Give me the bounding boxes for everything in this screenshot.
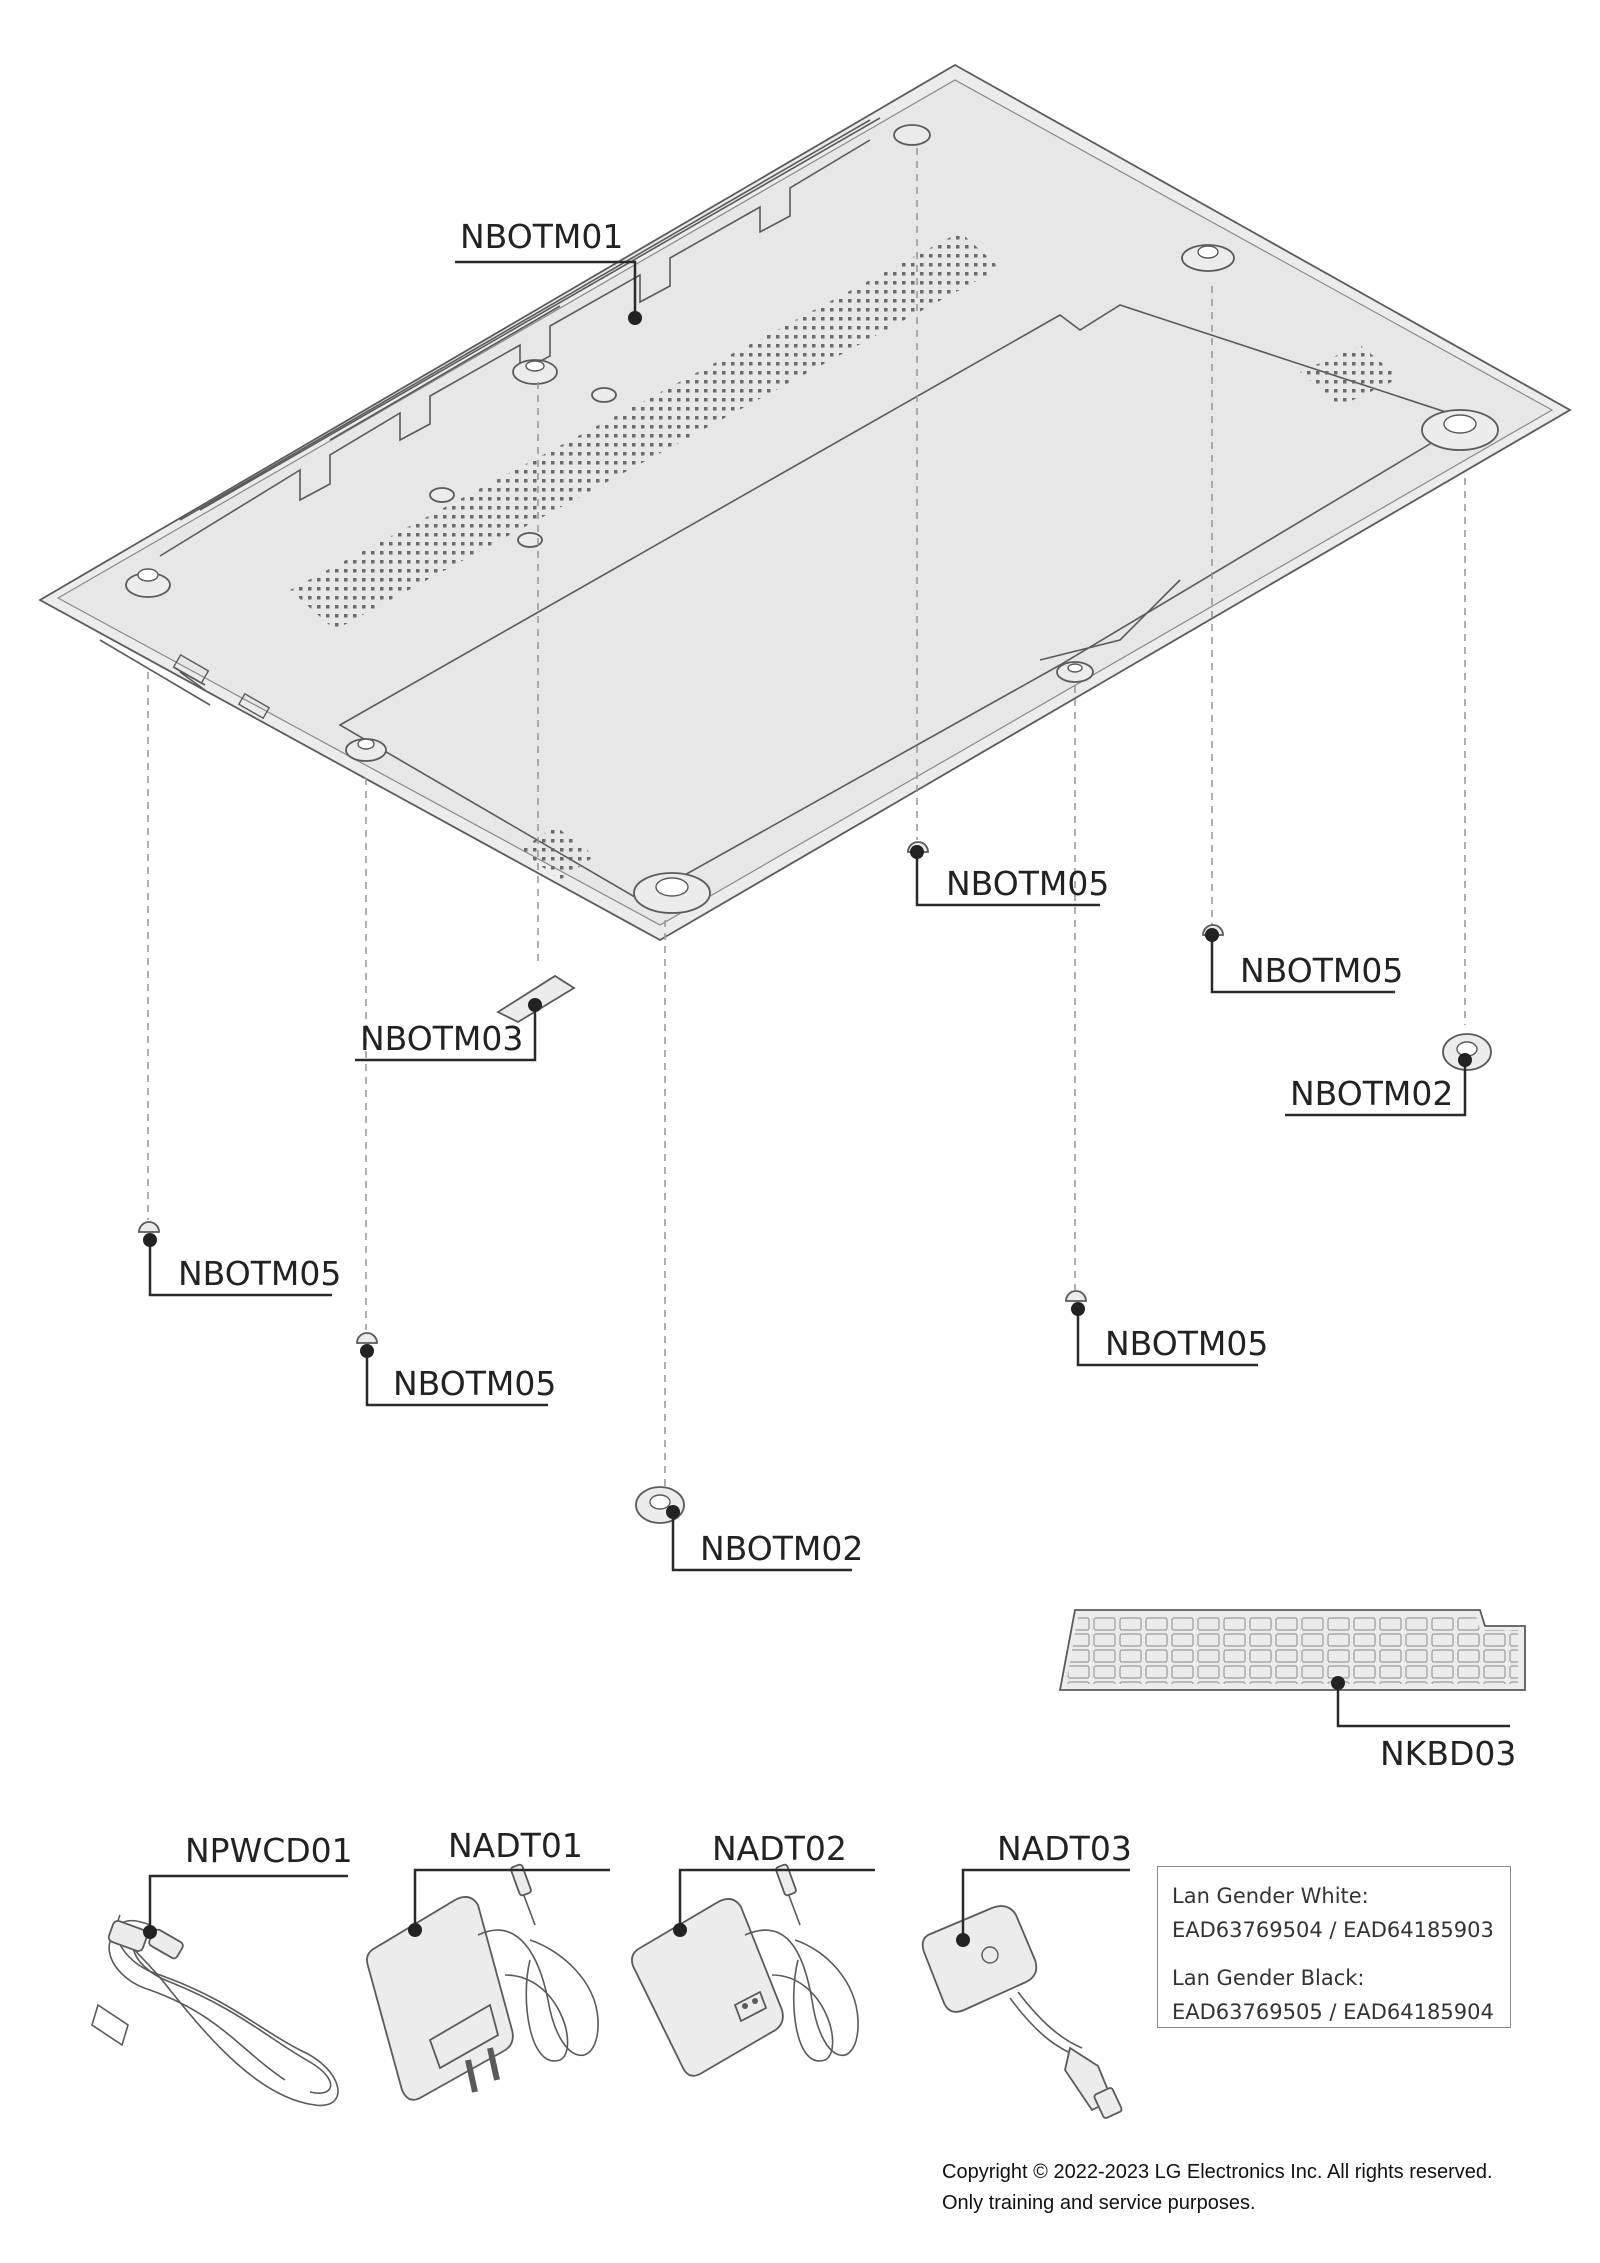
label-nbotm03: NBOTM03 bbox=[360, 1019, 523, 1058]
label-nbotm01: NBOTM01 bbox=[460, 217, 623, 256]
label-npwcd01: NPWCD01 bbox=[185, 1831, 353, 1870]
screw-boss-icon bbox=[125, 124, 1499, 914]
label-nbotm05-lower-right: NBOTM05 bbox=[1105, 1324, 1268, 1363]
lan-gender-illustration bbox=[921, 1905, 1123, 2119]
label-nbotm02-right: NBOTM02 bbox=[1290, 1074, 1453, 1113]
leader-lines bbox=[143, 260, 1510, 1947]
power-cord-illustration bbox=[91, 1914, 339, 2107]
projection-lines bbox=[147, 148, 1466, 1495]
lan-gender-info-box: Lan Gender White: EAD63769504 / EAD64185… bbox=[1157, 1866, 1511, 2028]
adapter-eu-illustration bbox=[366, 1863, 599, 2101]
label-nbotm05-right: NBOTM05 bbox=[1240, 951, 1403, 990]
label-nbotm05-left: NBOTM05 bbox=[178, 1254, 341, 1293]
lan-gender-black-title: Lan Gender Black: bbox=[1172, 1966, 1365, 1990]
label-nbotm05-middle: NBOTM05 bbox=[393, 1364, 556, 1403]
lan-gender-white-codes: EAD63769504 / EAD64185903 bbox=[1172, 1918, 1494, 1942]
keyboard-illustration bbox=[1058, 1609, 1526, 1691]
label-nadt03: NADT03 bbox=[997, 1829, 1132, 1868]
lan-gender-black-codes: EAD63769505 / EAD64185904 bbox=[1172, 2000, 1494, 2024]
label-nkbd03: NKBD03 bbox=[1380, 1734, 1516, 1773]
bottom-cover-illustration bbox=[38, 63, 1572, 942]
lan-gender-white-title: Lan Gender White: bbox=[1172, 1884, 1369, 1908]
label-nadt01: NADT01 bbox=[448, 1826, 583, 1865]
copyright-line-2: Only training and service purposes. bbox=[942, 2192, 1256, 2214]
label-nbotm05-top: NBOTM05 bbox=[946, 864, 1109, 903]
copyright-notice: Copyright © 2022-2023 LG Electronics Inc… bbox=[942, 2157, 1493, 2219]
copyright-line-1: Copyright © 2022-2023 LG Electronics Inc… bbox=[942, 2161, 1493, 2183]
label-nbotm02-bottom: NBOTM02 bbox=[700, 1529, 863, 1568]
rubber-foot-large-icon bbox=[635, 1033, 1492, 1524]
label-nadt02: NADT02 bbox=[712, 1829, 847, 1868]
adapter-c7-illustration bbox=[631, 1863, 859, 2077]
